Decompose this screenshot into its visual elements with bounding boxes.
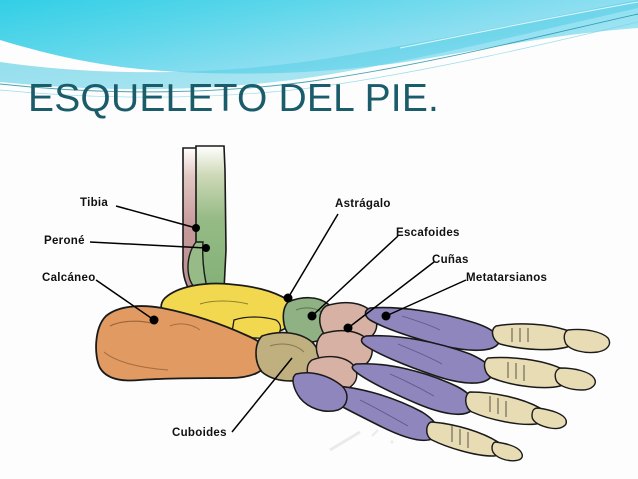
leader-line-cuboides [231,357,293,433]
foot-skeleton-diagram: Tibia Peroné Calcáneo Astrágalo Escafoid… [0,130,638,479]
leader-line-tibia [115,205,197,229]
bone-metatarsal-3 [351,362,476,416]
metatarsal-shading-1 [401,315,441,331]
phalanx-hatching-1 [511,328,529,342]
foot-skeleton-illustration [89,145,611,462]
leader-dot-tibia [192,224,200,232]
label-cunas: Cuñas [432,254,469,266]
bone-phalanx-1b [563,328,611,354]
leader-line-escafoides [311,235,399,317]
leader-line-calcaneo [95,279,155,321]
metatarsal-shading-2 [397,343,443,365]
label-escafoides: Escafoides [396,227,460,239]
bone-metatarsal-1 [364,306,500,352]
bone-cuboides-shading [269,343,305,353]
leader-dot-calcaneo [149,315,159,325]
label-calcaneo: Calcáneo [42,272,96,284]
bone-phalanx-2a [483,356,570,389]
bone-astragalo-shading [199,300,249,305]
bone-calcaneo-tuberosity [169,323,201,331]
bone-metatarsal-5 [292,372,348,412]
label-cuboides: Cuboides [172,427,227,439]
leader-line-metatars [385,279,467,317]
bone-metatarsal-2 [360,334,493,384]
label-metatarsianos: Metatarsianos [466,272,548,284]
leader-dot-cunas [343,323,353,333]
leader-line-astragalo [287,213,339,299]
wave-tail-stroke [399,1,638,49]
leader-dot-metatars [381,311,391,321]
metatarsal-shading-3 [389,373,435,397]
page-title: ESQUELETO DEL PIE. [28,77,440,120]
metatarsal-shading-4 [359,399,409,427]
bone-phalanx-3b [531,407,567,430]
bone-calcaneo [95,305,270,382]
phalanx-hatching-2 [507,362,525,381]
leader-line-cunas [347,261,435,329]
wave-band-primary [0,0,638,74]
leader-dot-astragalo [283,293,293,303]
label-astragalo: Astrágalo [335,198,391,210]
watermark-artifact [329,429,394,452]
bone-phalanx-2b [554,367,596,391]
leader-dot-escafoides [307,311,317,321]
leader-lines [89,205,467,433]
bone-calcaneo-shading-2 [103,351,169,371]
phalanx-hatching-4 [451,426,469,448]
label-tibia: Tibia [80,197,109,209]
label-perone: Peroné [44,235,85,247]
leader-line-perone [89,241,207,249]
leader-line-endpoints [149,224,391,333]
bone-phalanx-4b [491,441,523,462]
bone-phalanx-4a [426,421,505,457]
leader-dot-perone [202,244,210,252]
phalanx-hatching-3 [489,396,507,417]
